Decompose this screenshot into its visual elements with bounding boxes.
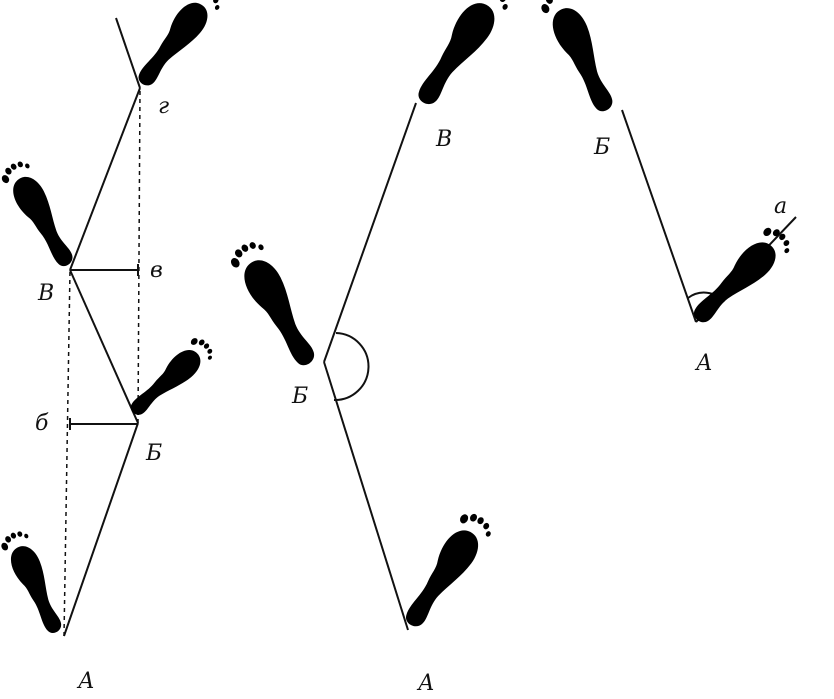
label-B: Б (291, 384, 308, 409)
footprint-icon (0, 526, 75, 637)
trace-line-v-g (69, 87, 141, 271)
label-G: г (158, 94, 169, 119)
angle-arc (333, 332, 370, 402)
label-A: А (416, 671, 435, 696)
dashed-line-b-g (137, 87, 141, 424)
footprint-icon (689, 221, 796, 335)
trace-line-b-v (323, 102, 417, 363)
label-b: б (35, 411, 49, 436)
trace-line-b-a (621, 109, 697, 323)
footprint-icon (126, 333, 218, 426)
footprint-icon (134, 0, 225, 96)
label-B: Б (593, 135, 610, 160)
footprint-icon (401, 507, 496, 637)
label-V-upper: В (37, 281, 54, 306)
label-A: А (694, 351, 713, 376)
footprint-icon (413, 0, 514, 116)
left-panel: А Б В г в б (0, 0, 225, 694)
label-V: В (435, 127, 452, 152)
trace-line-b-v (69, 269, 139, 424)
right-panel: Б А а (536, 0, 797, 376)
label-B-lower: Б (145, 441, 162, 466)
footprint-icon (0, 156, 87, 271)
footprint-icon (536, 0, 629, 116)
footprint-icon (225, 236, 331, 370)
label-v: в (150, 258, 163, 283)
dashed-line-a-v (63, 269, 71, 637)
middle-panel: А Б В (225, 0, 514, 696)
trace-line-g-ext (115, 17, 141, 89)
label-A: А (76, 669, 95, 694)
trace-line-a-b (63, 422, 139, 637)
label-a: а (774, 194, 787, 219)
trace-line-a-b (323, 361, 409, 631)
